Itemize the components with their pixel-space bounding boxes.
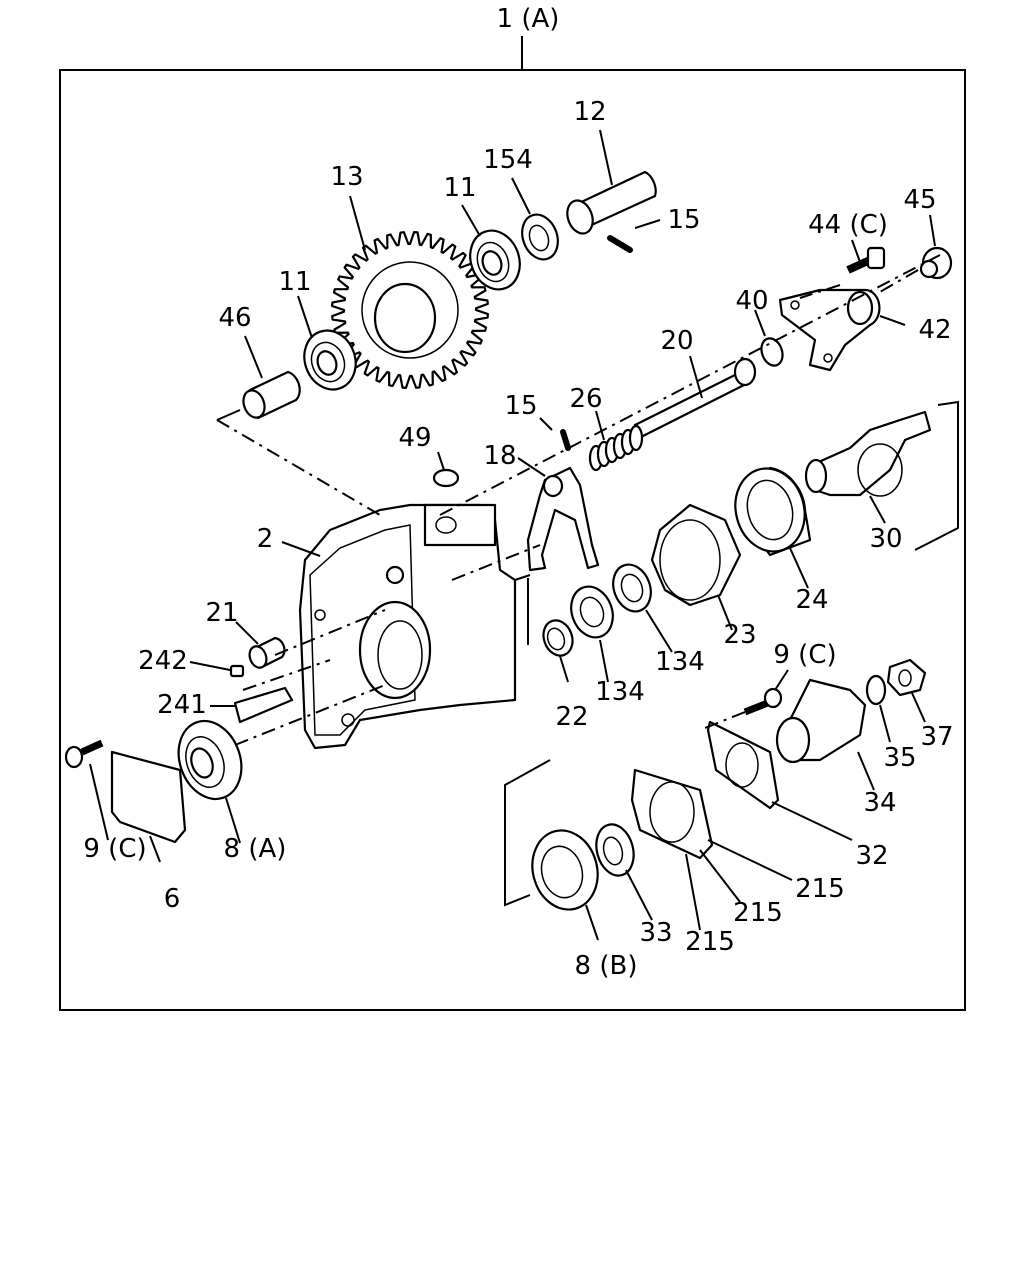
callout-23: 23 [723, 620, 756, 650]
part-45-nut [919, 246, 953, 280]
part-21-plug [248, 636, 286, 669]
callout-8a: 8 (A) [224, 834, 287, 864]
part-18-shift-fork [526, 466, 600, 572]
part-215-shims [630, 768, 714, 860]
part-11-bearing-right [469, 229, 521, 291]
diagram-frame [59, 69, 966, 1011]
part-11-bearing-left [303, 329, 357, 391]
callout-40: 40 [735, 286, 768, 316]
part-6-cover [110, 750, 187, 844]
part-30-output-shaft [804, 410, 932, 497]
callout-21: 21 [205, 598, 238, 628]
callout-18: 18 [483, 441, 516, 471]
callout-11-left: 11 [278, 267, 311, 297]
part-37-nut [886, 658, 927, 697]
callout-242: 242 [138, 646, 188, 676]
callout-8b: 8 (B) [575, 951, 638, 981]
part-12-shaft [566, 170, 657, 235]
callout-215-a: 215 [795, 874, 845, 904]
callout-215-c: 215 [685, 927, 735, 957]
part-35-washer [865, 674, 887, 706]
callout-9c-left: 9 (C) [83, 834, 146, 864]
part-9c-bolt-right [743, 687, 783, 716]
callout-13: 13 [330, 162, 363, 192]
callout-44c: 44 (C) [808, 210, 888, 240]
part-32-gasket [706, 720, 780, 810]
part-134-needle-bearing-right [612, 563, 652, 613]
callout-15-top: 15 [667, 205, 700, 235]
part-40-o-ring [760, 337, 784, 367]
callout-24: 24 [795, 585, 828, 615]
callout-22: 22 [555, 702, 588, 732]
callout-15-mid: 15 [504, 391, 537, 421]
callout-45: 45 [903, 185, 936, 215]
callout-26: 26 [569, 384, 602, 414]
part-42-bracket [778, 288, 881, 372]
part-23-bevel-gear [650, 503, 742, 607]
callout-134-left: 134 [595, 677, 645, 707]
callout-46: 46 [218, 303, 251, 333]
part-15-pin-top [607, 235, 633, 253]
callout-34: 34 [863, 788, 896, 818]
callout-241: 241 [157, 690, 207, 720]
callout-215-b: 215 [733, 898, 783, 928]
callout-6: 6 [164, 884, 181, 914]
callout-37: 37 [920, 722, 953, 752]
leader-lines [89, 129, 959, 941]
callout-30: 30 [869, 524, 902, 554]
callout-2: 2 [257, 524, 274, 554]
part-154-washer [521, 213, 559, 261]
callout-154: 154 [483, 145, 533, 175]
part-134-needle-bearing-left [570, 585, 614, 639]
callout-35: 35 [883, 743, 916, 773]
spring-coil [628, 424, 644, 452]
part-24-sleeve-gear [734, 466, 812, 557]
callout-20: 20 [660, 326, 693, 356]
part-26-spring [588, 424, 644, 472]
part-34-housing [775, 678, 867, 764]
part-8a-bearing [177, 719, 243, 801]
part-46-sleeve [242, 370, 301, 420]
callout-9c-right: 9 (C) [773, 640, 836, 670]
part-49-seal [432, 468, 460, 488]
part-9c-bolt-left [64, 739, 104, 769]
part-33-spacer [595, 823, 635, 877]
part-242-screw [229, 664, 245, 678]
callout-134-right: 134 [655, 647, 705, 677]
part-15-pin-mid [560, 429, 571, 451]
callout-49: 49 [398, 423, 431, 453]
callout-11-right: 11 [443, 173, 476, 203]
callout-12: 12 [573, 97, 606, 127]
part-44c-bolt [846, 246, 886, 274]
part-2-housing [298, 503, 517, 750]
callout-42: 42 [918, 315, 951, 345]
part-22-collar [542, 619, 574, 657]
assembly-label: 1 (A) [497, 4, 560, 34]
callout-33: 33 [639, 918, 672, 948]
callout-32: 32 [855, 841, 888, 871]
part-13-gear [331, 231, 489, 389]
part-241-plate [233, 686, 294, 724]
part-8b-bearing [531, 829, 599, 911]
